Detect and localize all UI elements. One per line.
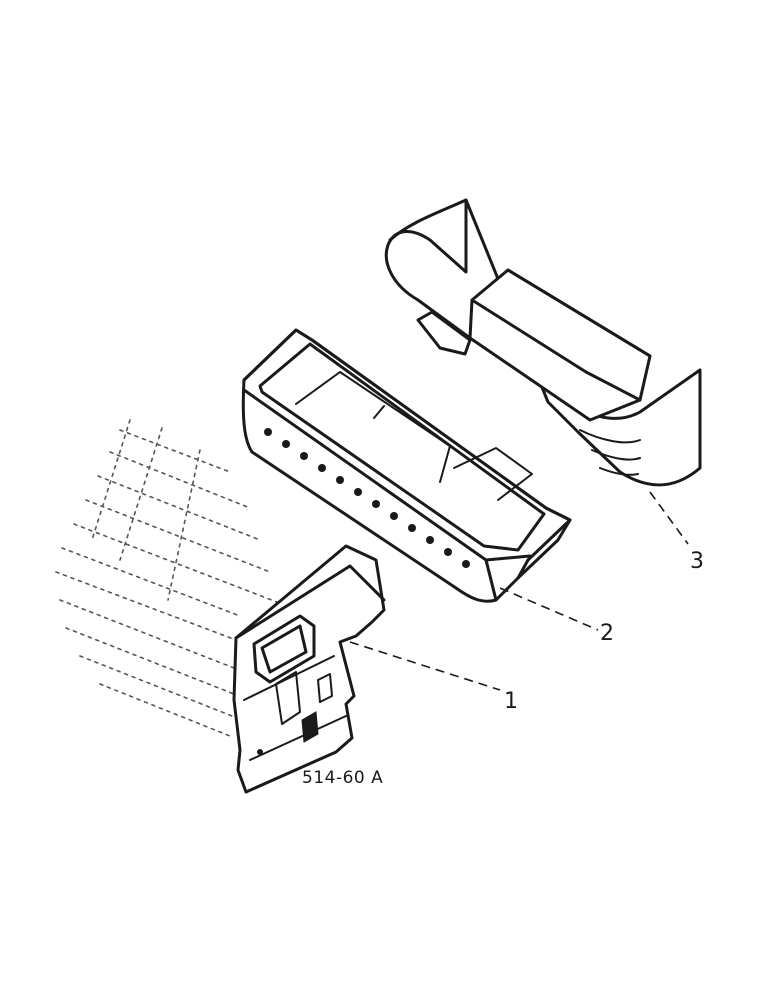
carrier-holes bbox=[264, 428, 470, 568]
weight-stack-ghost bbox=[55, 419, 283, 737]
leader-3 bbox=[649, 491, 689, 545]
callout-3: 3 bbox=[690, 549, 704, 574]
callout-1: 1 bbox=[504, 689, 518, 714]
leader-2 bbox=[499, 587, 599, 631]
figure-reference: 514-60 A bbox=[302, 768, 383, 788]
part-1-front-weight bbox=[232, 544, 386, 794]
callout-2: 2 bbox=[600, 621, 614, 646]
leader-1 bbox=[349, 641, 501, 691]
part-3-rear-bracket bbox=[384, 198, 702, 487]
leader-lines bbox=[349, 491, 689, 691]
part-2-weight-carrier bbox=[241, 328, 572, 603]
